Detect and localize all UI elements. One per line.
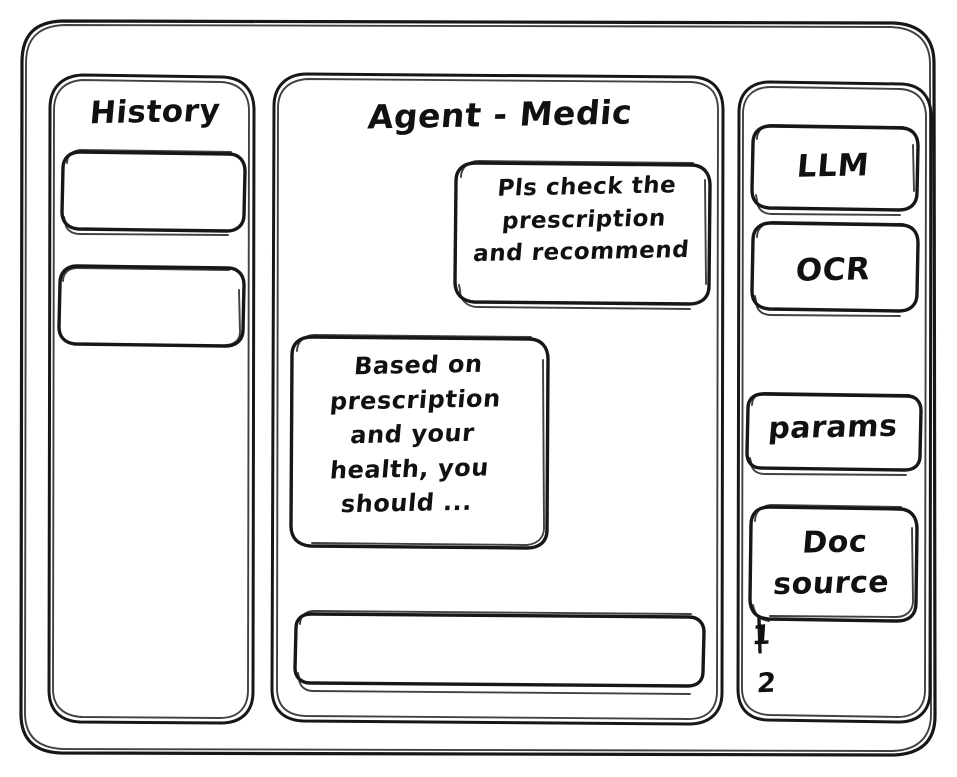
user-message-bubble-outline xyxy=(453,160,712,310)
doc-source-list-item-1[interactable]: 1 xyxy=(750,619,772,652)
agent-message-text: Based on prescription and your health, y… xyxy=(328,349,503,519)
user-message-text: Pls check the prescription and recommend xyxy=(472,172,691,268)
tool-button-llm-outline xyxy=(750,124,920,216)
agent-panel-outline xyxy=(270,72,725,726)
tool-button-ocr-outline xyxy=(750,221,920,317)
history-item-2[interactable] xyxy=(58,264,246,348)
history-item-1[interactable] xyxy=(60,150,248,234)
agent-message-bubble-outline xyxy=(289,334,550,550)
tool-button-params[interactable] xyxy=(745,391,923,476)
history-panel-outline xyxy=(47,73,256,725)
app-window-frame xyxy=(19,19,937,757)
agent-panel-title: Agent - Medic xyxy=(366,92,634,137)
history-item-1-outline xyxy=(60,149,247,236)
composer-input[interactable] xyxy=(293,611,706,691)
tools-panel-outline xyxy=(736,80,933,724)
tool-button-llm[interactable] xyxy=(750,123,920,216)
tool-button-ocr[interactable] xyxy=(750,220,920,317)
doc-source-connector xyxy=(757,616,762,654)
history-item-2-outline xyxy=(57,264,246,348)
composer-input-outline xyxy=(293,610,706,695)
doc-source-list-item-2[interactable]: 2 xyxy=(755,667,777,700)
tool-button-doc-source[interactable] xyxy=(748,504,919,623)
tool-button-doc-source-outline xyxy=(748,504,919,623)
tool-button-params-outline xyxy=(745,392,923,476)
history-panel-title: History xyxy=(88,92,222,132)
